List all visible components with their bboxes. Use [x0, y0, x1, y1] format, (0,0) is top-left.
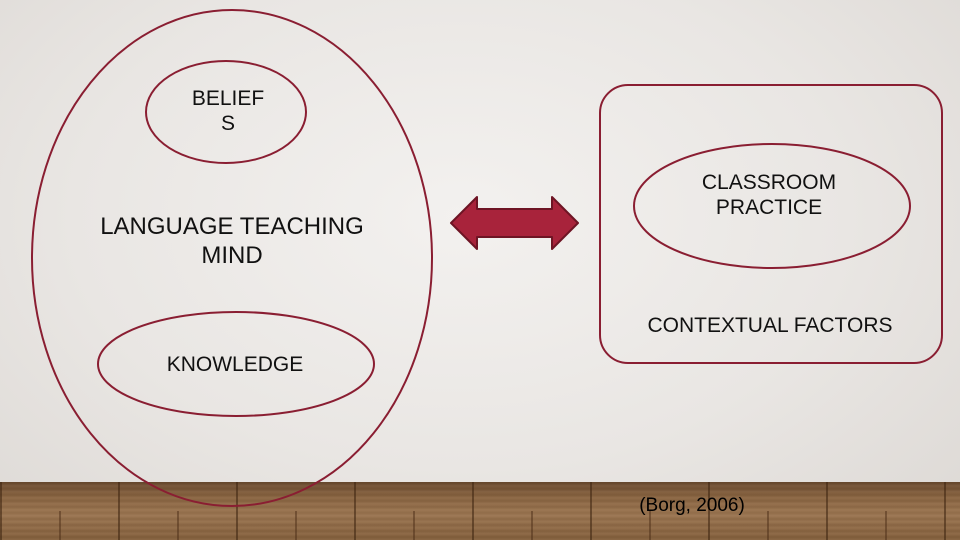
knowledge-ellipse — [97, 311, 375, 417]
classroom-practice-label: CLASSROOM PRACTICE — [701, 171, 837, 220]
citation-label: (Borg, 2006) — [639, 495, 745, 516]
contextual-factors-box — [599, 84, 943, 364]
beliefs-label: BELIEF S — [191, 87, 265, 136]
double-arrow-icon — [450, 196, 579, 250]
knowledge-label: KNOWLEDGE — [166, 353, 304, 376]
wooden-floor — [0, 482, 960, 540]
language-teaching-mind-ellipse — [31, 9, 433, 507]
contextual-factors-label: CONTEXTUAL FACTORS — [647, 314, 893, 337]
language-teaching-mind-label: LANGUAGE TEACHING MIND — [100, 213, 364, 269]
classroom-practice-ellipse — [633, 143, 911, 269]
beliefs-ellipse — [145, 60, 307, 164]
